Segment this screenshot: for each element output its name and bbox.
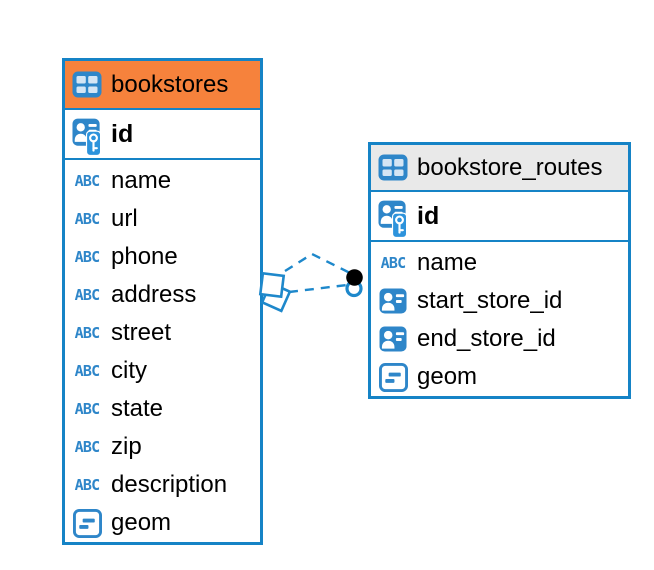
column-name: phone bbox=[111, 243, 178, 270]
primary-key-icon bbox=[376, 194, 410, 239]
abc-icon: ABC bbox=[74, 476, 101, 494]
column-row-geom[interactable]: geom bbox=[65, 504, 260, 542]
table-title: bookstore_routes bbox=[417, 153, 603, 181]
column-row-start-store-id[interactable]: start_store_id bbox=[371, 282, 628, 320]
column-row-state[interactable]: ABC state bbox=[65, 390, 260, 428]
column-name: address bbox=[111, 281, 197, 308]
column-name: city bbox=[111, 357, 147, 384]
abc-icon: ABC bbox=[74, 172, 101, 190]
abc-icon: ABC bbox=[74, 248, 101, 266]
column-row-street[interactable]: ABC street bbox=[65, 314, 260, 352]
column-name: geom bbox=[417, 363, 478, 390]
abc-icon: ABC bbox=[380, 254, 407, 272]
column-row-phone[interactable]: ABC phone bbox=[65, 238, 260, 276]
column-row-address[interactable]: ABC address bbox=[65, 276, 260, 314]
column-row-end-store-id[interactable]: end_store_id bbox=[371, 320, 628, 358]
column-name: id bbox=[111, 119, 134, 148]
relationship-many-end-marker[interactable] bbox=[258, 271, 292, 313]
reference-icon bbox=[376, 287, 410, 315]
column-name: start_store_id bbox=[417, 287, 563, 314]
abc-icon: ABC bbox=[74, 362, 101, 380]
table-bookstore-routes[interactable]: bookstore_routes id ABC name start_store… bbox=[368, 142, 631, 399]
geometry-icon bbox=[70, 508, 104, 538]
column-name: description bbox=[111, 471, 228, 498]
column-row-city[interactable]: ABC city bbox=[65, 352, 260, 390]
column-name: street bbox=[111, 319, 172, 346]
table-title: bookstores bbox=[111, 70, 229, 98]
column-name: zip bbox=[111, 433, 142, 460]
column-list: ABC name ABC url ABC phone ABC address A… bbox=[65, 160, 260, 542]
table-bookstore-routes-header[interactable]: bookstore_routes bbox=[371, 145, 628, 192]
column-row-description[interactable]: ABC description bbox=[65, 466, 260, 504]
relationship-line-upper[interactable] bbox=[284, 252, 351, 275]
column-name: end_store_id bbox=[417, 325, 556, 352]
column-row-name[interactable]: ABC name bbox=[371, 244, 628, 282]
column-name: geom bbox=[111, 509, 172, 536]
relationship-one-end-marker[interactable] bbox=[345, 269, 363, 298]
relationship-line-lower[interactable] bbox=[288, 283, 348, 294]
table-bookstores-header[interactable]: bookstores bbox=[65, 61, 260, 110]
column-name: state bbox=[111, 395, 164, 422]
column-name: url bbox=[111, 205, 138, 232]
column-row-zip[interactable]: ABC zip bbox=[65, 428, 260, 466]
abc-icon: ABC bbox=[74, 324, 101, 342]
column-row-id[interactable]: id bbox=[65, 110, 260, 160]
column-list: ABC name start_store_id end_store_id ge bbox=[371, 242, 628, 396]
reference-icon bbox=[376, 325, 410, 353]
table-bookstores[interactable]: bookstores id ABC name ABC url ABC phone… bbox=[62, 58, 263, 545]
table-icon bbox=[70, 71, 104, 98]
column-row-geom[interactable]: geom bbox=[371, 358, 628, 396]
column-row-url[interactable]: ABC url bbox=[65, 200, 260, 238]
column-row-name[interactable]: ABC name bbox=[65, 162, 260, 200]
table-icon bbox=[376, 154, 410, 181]
geometry-icon bbox=[376, 362, 410, 392]
column-name: name bbox=[111, 167, 172, 194]
column-row-id[interactable]: id bbox=[371, 192, 628, 242]
abc-icon: ABC bbox=[74, 438, 101, 456]
column-name: name bbox=[417, 249, 478, 276]
abc-icon: ABC bbox=[74, 286, 101, 304]
column-name: id bbox=[417, 201, 440, 230]
primary-key-icon bbox=[70, 112, 104, 157]
abc-icon: ABC bbox=[74, 210, 101, 228]
abc-icon: ABC bbox=[74, 400, 101, 418]
